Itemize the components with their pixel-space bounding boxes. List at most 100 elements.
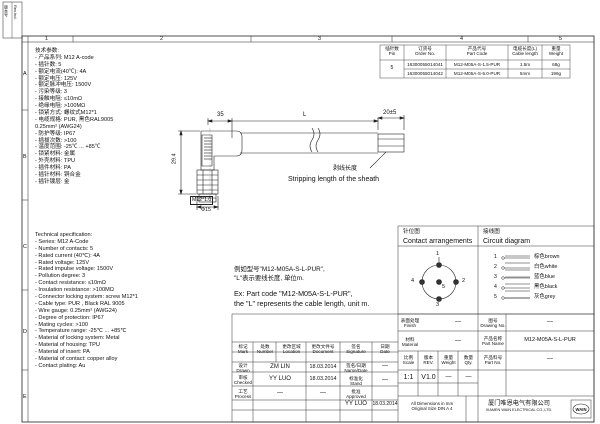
tb-dash: — xyxy=(547,319,553,325)
spec-line: - Rated current (40℃): 4A xyxy=(35,252,101,259)
spec-line: - Material of insert: PA xyxy=(35,349,90,356)
spec-line: - 插针材料: 铜合金 xyxy=(35,172,81,179)
wire-number: 4 xyxy=(494,284,497,290)
tb-dash: — xyxy=(445,374,452,380)
tb-dash: — xyxy=(465,374,472,380)
wire-label: 蓝色blue xyxy=(534,274,555,280)
tb-approved-date: 18.03.2014 xyxy=(372,401,398,407)
company-logo: WAIN xyxy=(575,407,587,412)
spec-line: - 污染等级: 3 xyxy=(35,89,68,96)
tb-scale-value: 1:1 xyxy=(403,374,414,381)
pin-label: 2 xyxy=(462,278,466,284)
spec-line: - 插针镀层: 金 xyxy=(35,178,70,185)
tb-dash: — xyxy=(320,390,326,396)
spec-line: - Rated impulse voltage: 1500V xyxy=(35,266,114,273)
spec-line: - Cable type: PUR , Black RAL 9005 xyxy=(35,300,125,307)
col-mark: 5 xyxy=(559,36,562,42)
rev-corner-en: Rev.Ind. xyxy=(13,5,18,20)
wire-number: 5 xyxy=(494,294,497,300)
spec-line: - Insulation resistance: >100MΩ xyxy=(35,287,114,294)
tech-spec-en: Technical specification:- Series: M12 A-… xyxy=(35,232,138,370)
tb-dash: — xyxy=(547,356,553,362)
row-mark: B xyxy=(23,154,27,160)
wire-number: 1 xyxy=(494,254,497,260)
order-header-length: 电缆长度(L)Cable length xyxy=(512,46,538,56)
spec-line: - Rated voltage: 125V xyxy=(35,259,90,266)
spec-line: - 锁紧材料: 金属 xyxy=(35,151,76,158)
wire-label: 灰色grey xyxy=(534,294,556,300)
tb-checked-date: 18.03.2014 xyxy=(309,376,337,382)
dim-29: 29.4 xyxy=(171,153,178,165)
col-mark: 4 xyxy=(460,36,463,42)
dim-35: 35 xyxy=(217,112,224,118)
spec-line: - 电缆规格: PUR, 黑色RAL9005 xyxy=(35,116,114,123)
cable-length: 5mm xyxy=(519,71,531,76)
dim-strip: 20±5 xyxy=(383,110,397,116)
wire-number: 3 xyxy=(494,274,497,280)
circuit-title-en: Circuit diagram xyxy=(483,238,531,245)
spec-line: - Number of contacts: 5 xyxy=(35,245,94,252)
tb-drawn-date: 18.03.2014 xyxy=(309,364,337,370)
row-mark: E xyxy=(23,394,27,400)
tb-dash: — xyxy=(382,377,388,383)
dim-diameter: Φ15 xyxy=(201,207,211,213)
example-cn-2: "L"表示要线长度, 单位m. xyxy=(234,275,304,282)
spec-line: - 插拔次数: >100 xyxy=(35,137,77,144)
contact-title-cn: 针位图 xyxy=(403,229,420,235)
spec-line: - 产品系列: M12 A-code xyxy=(35,54,94,61)
tb-checked-name: YY LUO xyxy=(269,376,291,382)
weight: 68g xyxy=(552,62,560,67)
tb-part-name-value: M12-M05A-S-L-PUR xyxy=(524,337,576,343)
circuit-title-cn: 接线图 xyxy=(483,229,500,235)
spec-line: - 防护等级: IP67 xyxy=(35,130,76,137)
wire-label: 棕色brown xyxy=(534,254,560,260)
cable-length: 1.5m xyxy=(519,62,531,67)
part-code: M12-M05A-S-5.0-PUR xyxy=(453,71,501,76)
spec-line: - 锁紧方式: 螺纹式M12*1 xyxy=(35,110,97,117)
spec-line: - Temperature range: -25℃ ... +85℃ xyxy=(35,328,127,335)
row-mark: A xyxy=(23,71,27,77)
row-mark: D xyxy=(23,329,27,335)
strip-label-en: Stripping length of the sheath xyxy=(288,176,380,183)
tb-dash: — xyxy=(382,363,388,369)
strip-label-cn: 剥线长度 xyxy=(333,166,358,172)
row-mark: C xyxy=(23,244,27,250)
spec-line: - Material of locking system: Metal xyxy=(35,335,120,342)
weight: 196g xyxy=(550,71,562,76)
spec-line: - 插针数: 5 xyxy=(35,61,62,68)
spec-line: - 接触电阻: ≤10mΩ xyxy=(35,96,83,103)
spec-line: - Pollution degree: 3 xyxy=(35,273,86,280)
tb-dash: — xyxy=(277,390,283,396)
order-pin-count: 5 xyxy=(390,65,394,71)
rev-corner-cn: 版本号 xyxy=(4,5,9,17)
spec-line: - 绝缘电阻: >100MΩ xyxy=(35,103,86,110)
tb-drawn-name: ZM LIN xyxy=(270,364,290,370)
contact-title-en: Contact arrangements xyxy=(403,238,473,245)
spec-line: - 插件材料: PA xyxy=(35,165,71,172)
col-mark: 1 xyxy=(45,36,48,42)
order-number: 16300055014041 xyxy=(407,62,443,67)
wire-number: 2 xyxy=(494,264,497,270)
